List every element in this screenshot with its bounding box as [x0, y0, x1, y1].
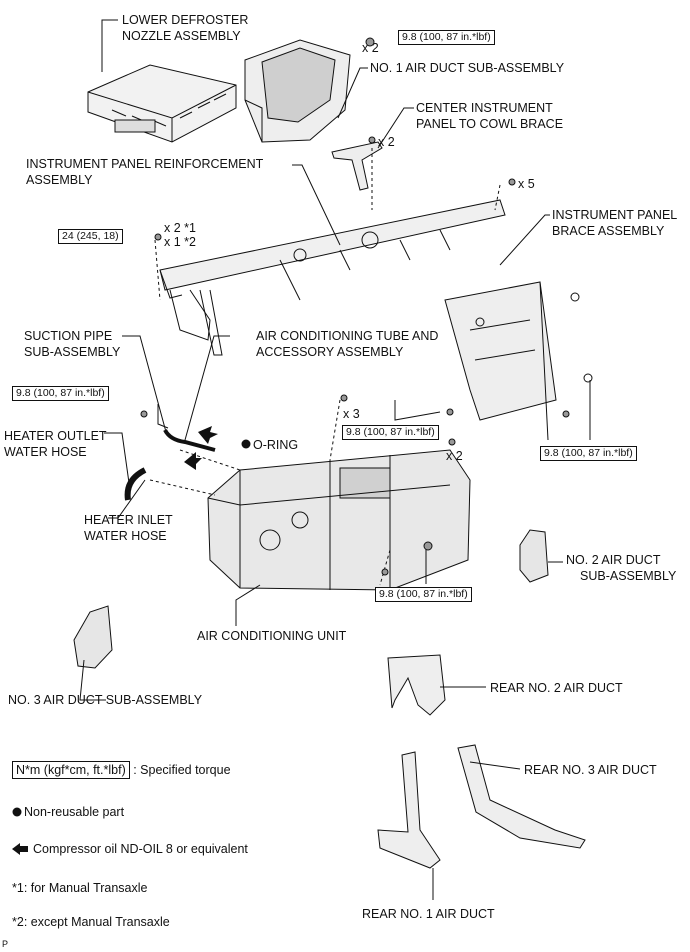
bolts [140, 37, 570, 576]
legend-compressor: Compressor oil ND-OIL 8 or equivalent [33, 842, 248, 856]
torque-box-top: 9.8 (100, 87 in.*lbf) [398, 30, 495, 45]
center-brace-drawing [331, 141, 383, 210]
qty-top: x 2 [362, 41, 379, 55]
rear-no2-duct-drawing [387, 654, 446, 716]
rear-no1-label: REAR NO. 1 AIR DUCT [362, 907, 495, 921]
torque-box-suction: 9.8 (100, 87 in.*lbf) [12, 386, 109, 401]
qty-x5: x 5 [518, 177, 535, 191]
rear-no1-duct-drawing [377, 751, 441, 869]
leader-lines [79, 19, 591, 900]
qty-x2b: x 2 [446, 449, 463, 463]
reinforcement-drawing [159, 199, 506, 356]
ac-unit-label: AIR CONDITIONING UNIT [197, 629, 347, 643]
rear-no3-duct-drawing [457, 744, 586, 849]
torque-box-unit: 9.8 (100, 87 in.*lbf) [375, 587, 472, 602]
arrow-icon [12, 843, 28, 855]
o-ring-dot [241, 439, 251, 449]
no1-air-duct-label: NO. 1 AIR DUCT SUB-ASSEMBLY [370, 61, 565, 75]
dashed-lines [149, 184, 501, 586]
suction-pipe-drawing [124, 429, 216, 501]
no3-air-duct-drawing [73, 605, 113, 669]
ip-brace-drawing [444, 281, 593, 441]
qty-left1: x 2 *1 [164, 221, 196, 235]
torque-box-mid: 9.8 (100, 87 in.*lbf) [342, 425, 439, 440]
no1-air-duct-drawing [244, 39, 351, 143]
qty-left2: x 1 *2 [164, 235, 196, 249]
legend-torque-box: N*m (kgf*cm, ft.*lbf) [12, 761, 130, 779]
rear-no2-label: REAR NO. 2 AIR DUCT [490, 681, 623, 695]
rear-no3-label: REAR NO. 3 AIR DUCT [524, 763, 657, 777]
no2-air-duct-drawing [519, 529, 549, 583]
lower-defroster-nozzle-drawing [87, 64, 237, 143]
legend-nonreusable: Non-reusable part [24, 805, 125, 819]
legend-note2: *2: except Manual Transaxle [12, 915, 170, 929]
nonreusable-dot [12, 807, 22, 817]
no3-air-duct-label: NO. 3 AIR DUCT SUB-ASSEMBLY [8, 693, 203, 707]
torque-box-left: 24 (245, 18) [58, 229, 123, 244]
torque-box-right: 9.8 (100, 87 in.*lbf) [540, 446, 637, 461]
legend-note1: *1: for Manual Transaxle [12, 881, 148, 895]
footer-mark: P [2, 939, 9, 949]
ac-unit-drawing [207, 449, 471, 591]
legend-torque: N*m (kgf*cm, ft.*lbf) : Specified torque [12, 761, 231, 779]
legend-torque-text: : Specified torque [133, 763, 231, 777]
oil-arrows [184, 426, 218, 470]
o-ring-label: O-RING [253, 438, 299, 452]
qty-x3: x 3 [343, 407, 360, 421]
qty-center: x 2 [378, 135, 395, 149]
